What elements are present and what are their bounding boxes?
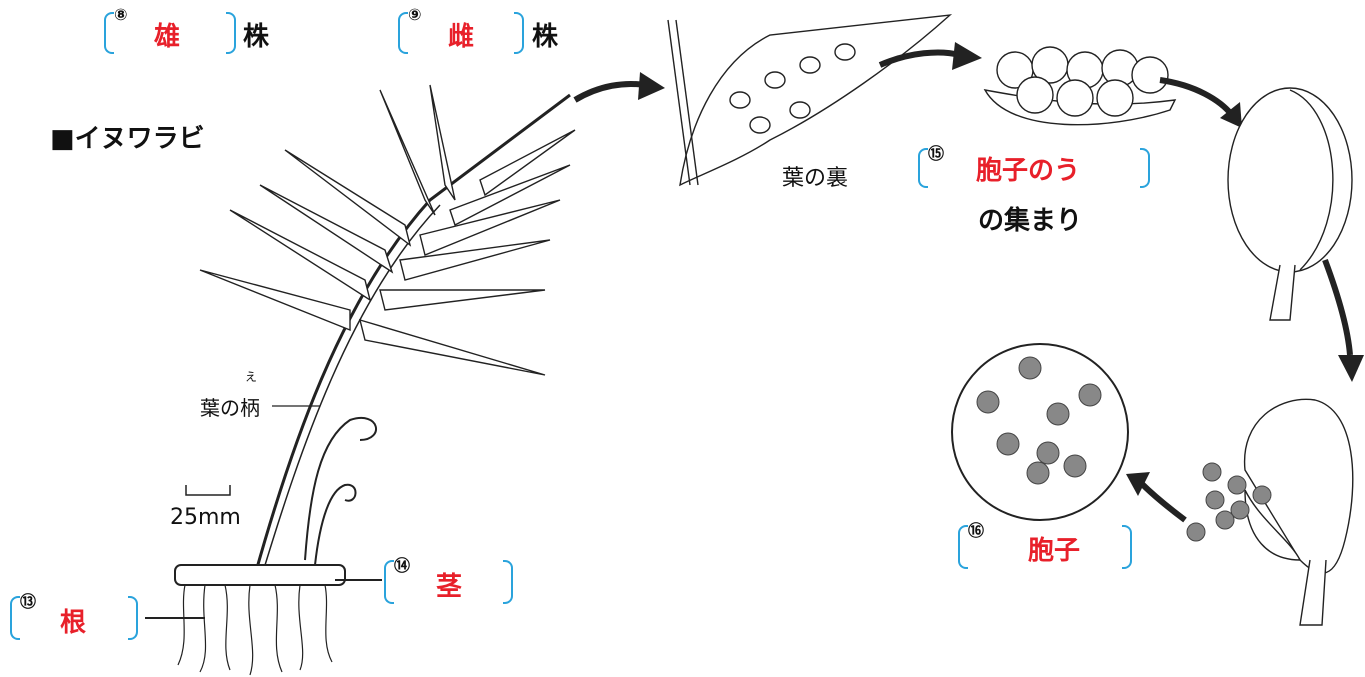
arrow-3: [1159, 77, 1235, 117]
leaf-underside: [667, 14, 953, 187]
q9-number: ⑨: [408, 5, 422, 24]
scale-label: 25mm: [170, 505, 241, 530]
sporangia-suffix: の集まり: [978, 206, 1083, 236]
released-spores: [1186, 462, 1272, 542]
q9-answer: 雌: [448, 22, 475, 52]
arrow-2: [878, 49, 961, 68]
q16-number: ⑯: [968, 521, 985, 540]
q8-number: ⑧: [114, 5, 128, 24]
arrow-4: [1322, 258, 1353, 356]
bracket-close: [514, 12, 524, 54]
bracket-close: [226, 12, 236, 54]
arrow-5: [1137, 479, 1187, 523]
magnified-spores: [976, 356, 1102, 485]
q8-answer: 雄: [154, 22, 181, 52]
bracket-open: [918, 148, 928, 188]
bracket-close: [503, 560, 513, 604]
q13-number: ⑬: [20, 592, 37, 611]
fern-stalk-2: [261, 204, 441, 576]
bracket-open: [384, 560, 394, 604]
q15-answer: 胞子のう: [976, 156, 1081, 186]
leaf-back-label: 葉の裏: [782, 166, 849, 191]
q16-answer: 胞子: [1028, 536, 1081, 566]
leaf-stalk-ruby: え: [245, 370, 258, 384]
sporangium: [1227, 87, 1353, 321]
roots: [177, 584, 333, 676]
bracket-open: [958, 525, 968, 569]
bracket-close: [1122, 525, 1132, 569]
arrow-1: [573, 80, 646, 103]
q14-answer: 茎: [436, 572, 463, 602]
fiddlehead-2: [314, 483, 357, 566]
bracket-open: [10, 596, 20, 640]
sorus: [983, 46, 1177, 126]
fiddlehead: [304, 417, 377, 561]
q13-answer: 根: [60, 608, 87, 638]
bracket-open: [398, 12, 408, 54]
q9-suffix: 株: [532, 22, 559, 52]
q8-suffix: 株: [243, 22, 270, 52]
bracket-close: [128, 596, 138, 640]
bracket-open: [104, 12, 114, 54]
bracket-close: [1140, 148, 1150, 188]
rhizome: [174, 564, 346, 586]
fern-pinnae: [199, 84, 576, 376]
q15-number: ⑮: [928, 144, 945, 163]
leaf-stalk-label: 葉の柄: [200, 396, 260, 420]
diagram-title: ■イヌワラビ: [50, 124, 205, 154]
opened-sporangium: [1243, 398, 1354, 626]
scale-bar: [185, 485, 231, 496]
q14-number: ⑭: [394, 556, 411, 575]
